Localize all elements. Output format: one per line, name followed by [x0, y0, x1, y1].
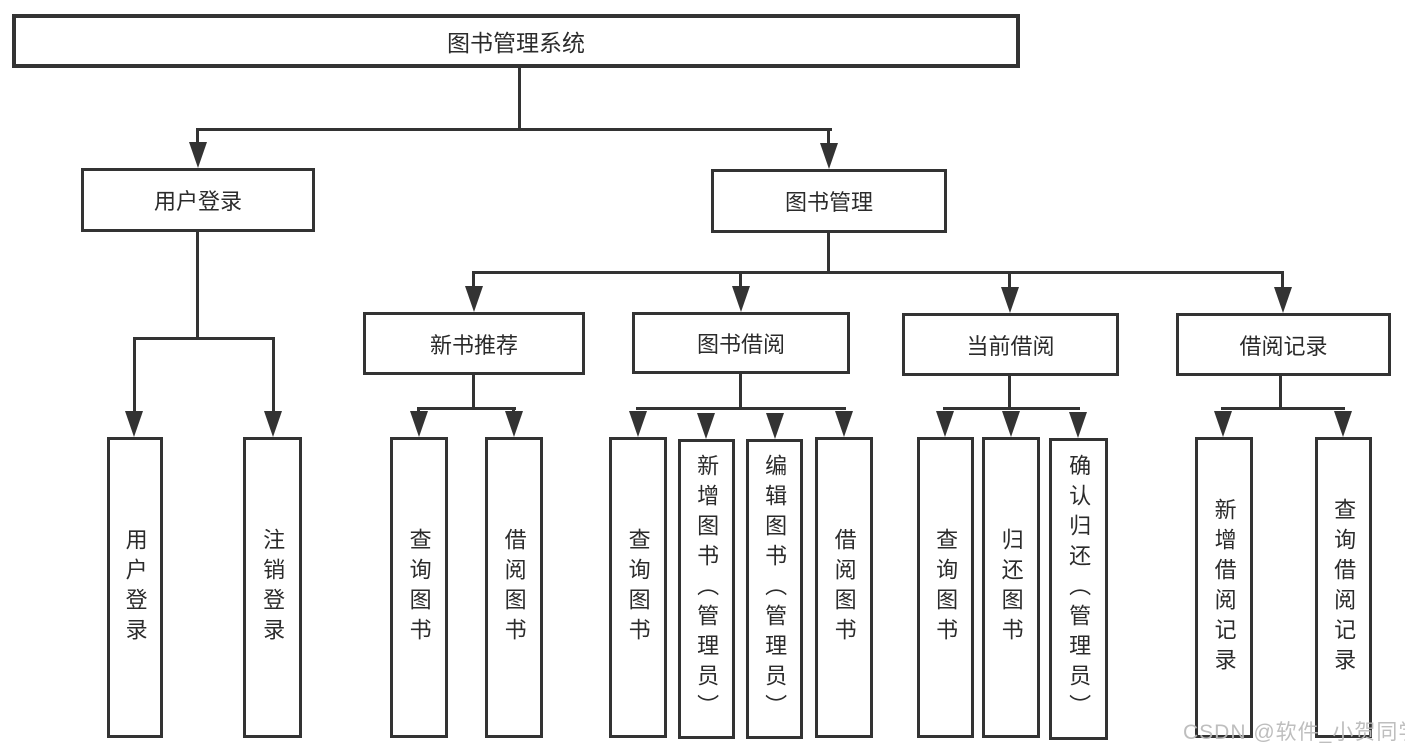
node-label: 图书借阅 [696, 332, 785, 357]
arrowhead [410, 411, 428, 437]
node-label: 编辑图书（管理员） [762, 454, 788, 724]
connector-rail [417, 407, 516, 410]
arrowhead [1001, 287, 1019, 313]
connector-drop [133, 337, 136, 413]
arrowhead [505, 411, 523, 437]
node-leaf-add-borrow-record: 新增借阅记录 [1195, 437, 1253, 738]
arrowhead [732, 286, 750, 312]
node-new-book-recommend: 新书推荐 [363, 312, 585, 375]
connector-rail [636, 407, 846, 410]
node-label: 查询借阅记录 [1331, 497, 1357, 678]
connector-rail [1221, 407, 1345, 410]
node-label: 新增借阅记录 [1211, 497, 1237, 678]
arrowhead [1214, 411, 1232, 437]
connector-stem [739, 374, 742, 410]
node-leaf-borrow-book-recommend: 借阅图书 [485, 437, 543, 738]
node-leaf-return-book: 归还图书 [982, 437, 1040, 738]
arrowhead [835, 411, 853, 437]
connector-drop [827, 128, 830, 148]
connector-level2-rail [196, 128, 832, 131]
connector-rail [943, 407, 1080, 410]
node-label: 确认归还（管理员） [1066, 454, 1092, 724]
node-label: 借阅图书 [501, 527, 527, 648]
connector-level3-rail [472, 271, 1284, 274]
connector-stem [1008, 376, 1011, 410]
node-root: 图书管理系统 [12, 14, 1020, 68]
connector-stem [1279, 376, 1282, 410]
node-leaf-query-book-recommend: 查询图书 [390, 437, 448, 738]
node-leaf-user-login: 用户登录 [107, 437, 163, 738]
node-label: 注销登录 [260, 527, 286, 648]
node-label: 借阅记录 [1239, 333, 1328, 359]
node-label: 归还图书 [998, 527, 1024, 648]
arrowhead [465, 286, 483, 312]
connector-drop [739, 271, 742, 288]
arrowhead [820, 143, 838, 169]
node-leaf-borrow-book: 借阅图书 [815, 437, 873, 738]
arrowhead [629, 411, 647, 437]
node-label: 查询图书 [625, 527, 651, 648]
node-user-login: 用户登录 [81, 168, 315, 232]
node-current-borrow: 当前借阅 [902, 313, 1119, 376]
node-leaf-confirm-return-admin: 确认归还（管理员） [1049, 438, 1108, 740]
arrowhead [936, 411, 954, 437]
node-leaf-query-borrow-record: 查询借阅记录 [1315, 437, 1372, 738]
connector-user-login-rail [133, 337, 275, 340]
node-leaf-edit-book-admin: 编辑图书（管理员） [746, 439, 803, 739]
node-label: 当前借阅 [966, 333, 1055, 359]
arrowhead [697, 413, 715, 439]
connector-drop [196, 128, 199, 148]
node-book-borrow: 图书借阅 [632, 312, 850, 374]
node-root-label: 图书管理系统 [447, 30, 585, 56]
arrowhead [1334, 411, 1352, 437]
node-label: 新书推荐 [429, 332, 518, 358]
arrowhead [125, 411, 143, 437]
arrowhead [766, 413, 784, 439]
node-label: 查询图书 [933, 527, 959, 648]
connector-drop [472, 271, 475, 288]
node-borrow-record: 借阅记录 [1176, 313, 1391, 376]
arrowhead [1069, 412, 1087, 438]
connector-stem [472, 375, 475, 410]
arrowhead [264, 411, 282, 437]
node-label: 用户登录 [153, 189, 242, 214]
node-label: 图书管理 [784, 190, 873, 215]
node-leaf-query-book-current: 查询图书 [917, 437, 974, 738]
arrowhead [1002, 411, 1020, 437]
node-label: 用户登录 [122, 527, 148, 648]
arrowhead [189, 142, 207, 168]
connector-drop [1281, 271, 1284, 288]
node-leaf-logout: 注销登录 [243, 437, 302, 738]
watermark: CSDN @软件_小贺同学 [1183, 721, 1405, 744]
connector-drop [272, 337, 275, 413]
node-label: 借阅图书 [831, 527, 857, 648]
node-label: 查询图书 [406, 527, 432, 648]
node-book-management: 图书管理 [711, 169, 947, 233]
connector-drop [1008, 271, 1011, 288]
connector-root-stem [518, 66, 521, 130]
node-leaf-query-book-borrow: 查询图书 [609, 437, 667, 738]
arrowhead [1274, 287, 1292, 313]
node-label: 新增图书（管理员） [694, 454, 720, 724]
node-leaf-add-book-admin: 新增图书（管理员） [678, 439, 735, 739]
connector-book-mgmt-stem [827, 233, 830, 274]
connector-user-login-stem [196, 232, 199, 340]
